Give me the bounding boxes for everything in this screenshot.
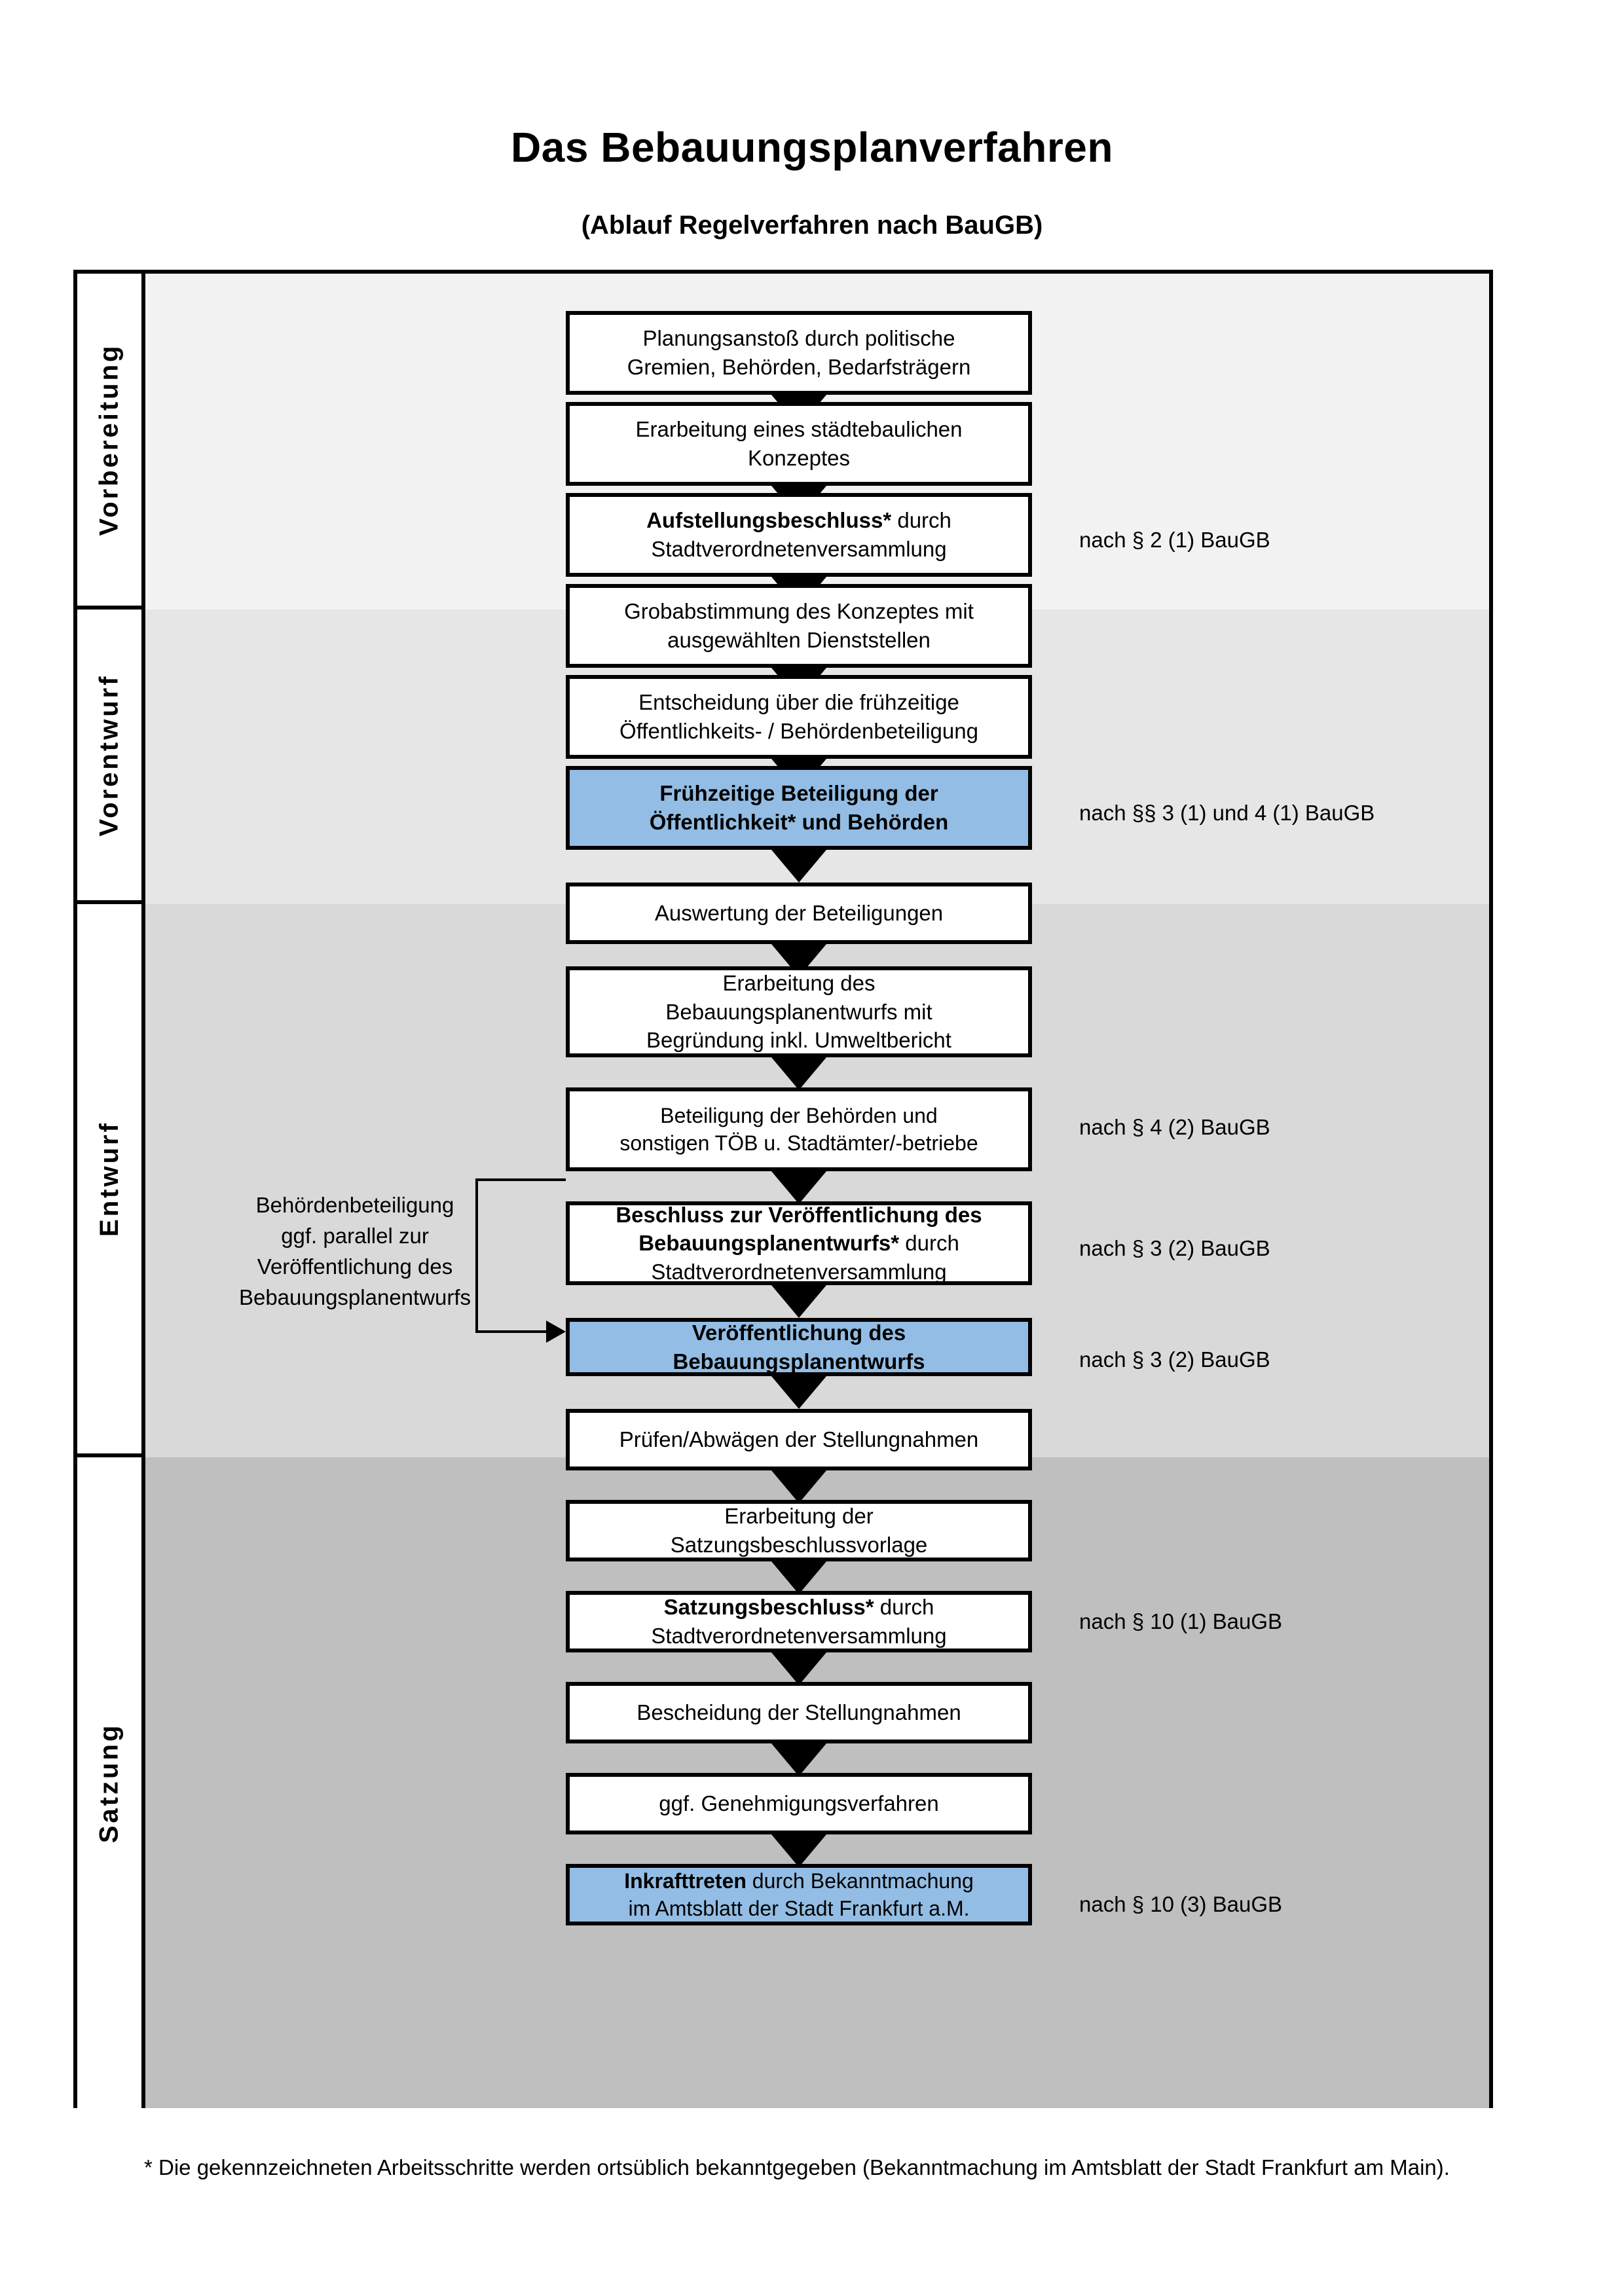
footnote: * Die gekennzeichneten Arbeitsschritte w… (144, 2155, 1450, 2179)
step-box-erarbeitung-satzungsvorlage[interactable]: Erarbeitung der Satzungsbeschlussvorlage (566, 1500, 1032, 1561)
side-note-line-1: Behördenbeteiligung (255, 1193, 454, 1217)
step-box-inkrafttreten[interactable]: Inkrafttreten durch Bekanntmachung im Am… (566, 1864, 1032, 1925)
legal-ref-par2-1: nach § 2 (1) BauGB (1079, 528, 1270, 552)
legal-ref-par4-2: nach § 4 (2) BauGB (1079, 1115, 1270, 1139)
step-line: Öffentlichkeit* und Behörden (649, 810, 949, 834)
step-box-pruefen-abwaegen[interactable]: Prüfen/Abwägen der Stellungnahmen (566, 1409, 1032, 1470)
step-line-bold: Satzungsbeschluss* (663, 1595, 874, 1620)
phase-label-vorentwurf: Vorentwurf (94, 673, 124, 837)
step-line: Stadtverordnetenversammlung (651, 1259, 947, 1284)
step-line: Stadtverordnetenversammlung (651, 1624, 947, 1648)
step-line: Öffentlichkeits- / Behördenbeteiligung (619, 719, 978, 743)
step-box-beteiligung-behoerden[interactable]: Beteiligung der Behörden und sonstigen T… (566, 1087, 1032, 1171)
step-box-planungsanstoss[interactable]: Planungsanstoß durch politische Gremien,… (566, 311, 1032, 395)
step-line: Planungsanstoß durch politische (642, 326, 955, 351)
step-box-satzungsbeschluss[interactable]: Satzungsbeschluss* durch Stadtverordnete… (566, 1591, 1032, 1652)
step-line: Satzungsbeschlussvorlage (670, 1533, 928, 1557)
step-line-bold: Aufstellungsbeschluss* (646, 508, 892, 533)
step-line: Erarbeitung des (722, 971, 876, 996)
page-title: Das Bebauungsplanverfahren (511, 124, 1113, 171)
bracket-arrowhead-icon (546, 1321, 566, 1343)
step-line: ausgewählten Dienststellen (667, 628, 931, 652)
legal-ref-par10-1: nach § 10 (1) BauGB (1079, 1609, 1283, 1633)
side-note-line-3: Veröffentlichung des (257, 1254, 453, 1279)
legal-ref-par3-4-1: nach §§ 3 (1) und 4 (1) BauGB (1079, 801, 1375, 825)
step-box-bescheidung[interactable]: Bescheidung der Stellungnahmen (566, 1682, 1032, 1743)
step-box-auswertung[interactable]: Auswertung der Beteiligungen (566, 883, 1032, 944)
legal-ref-par10-3: nach § 10 (3) BauGB (1079, 1892, 1283, 1916)
step-line: Beteiligung der Behörden und (660, 1103, 938, 1127)
bracket-top-segment (475, 1178, 566, 1181)
phase-column-satzung: Satzung (77, 1457, 145, 2108)
side-note-line-2: ggf. parallel zur (281, 1223, 429, 1248)
step-line-plain: durch Bekanntmachung (746, 1868, 974, 1893)
step-line: Erarbeitung der (724, 1504, 874, 1529)
bracket-bottom-segment (475, 1330, 546, 1333)
arrow-13 (771, 1561, 826, 1594)
phase-column-vorbereitung: Vorbereitung (77, 274, 145, 610)
arrow-15 (771, 1743, 826, 1776)
legal-ref-par3-2b: nach § 3 (2) BauGB (1079, 1347, 1270, 1372)
step-line: Begründung inkl. Umweltbericht (646, 1028, 951, 1053)
step-line: Stadtverordnetenversammlung (651, 537, 947, 561)
step-box-beschluss-veroeffentlichung[interactable]: Beschluss zur Veröffentlichung des Bebau… (566, 1201, 1032, 1285)
step-box-fruehzeitige-beteiligung[interactable]: Frühzeitige Beteiligung der Öffentlichke… (566, 766, 1032, 850)
step-line: Grobabstimmung des Konzeptes mit (624, 599, 974, 624)
step-box-entscheidung-fruehzeitig[interactable]: Entscheidung über die frühzeitige Öffent… (566, 675, 1032, 759)
step-line: Bescheidung der Stellungnahmen (637, 1700, 961, 1725)
phase-label-satzung: Satzung (94, 1722, 124, 1843)
step-line: Frühzeitige Beteiligung der (659, 781, 938, 806)
arrow-8 (771, 1057, 826, 1090)
flowchart-frame: Vorbereitung Vorentwurf Entwurf Satzung … (73, 270, 1493, 2108)
step-line: ggf. Genehmigungsverfahren (659, 1791, 939, 1816)
step-line: Bebauungsplanentwurfs* durch (638, 1229, 959, 1258)
step-box-aufstellungsbeschluss[interactable]: Aufstellungsbeschluss* durch Stadtverord… (566, 493, 1032, 577)
arrow-14 (771, 1652, 826, 1685)
phase-column-vorentwurf: Vorentwurf (77, 610, 145, 904)
arrow-9 (771, 1171, 826, 1204)
step-line: Erarbeitung eines städtebaulichen (635, 417, 963, 442)
step-line: im Amtsblatt der Stadt Frankfurt a.M. (628, 1897, 970, 1920)
step-line: Auswertung der Beteiligungen (654, 901, 944, 926)
step-line: Satzungsbeschluss* durch (664, 1593, 934, 1622)
step-line: Gremien, Behörden, Bedarfsträgern (627, 355, 971, 379)
step-line: Beschluss zur Veröffentlichung des (616, 1202, 982, 1227)
step-line-plain: durch (899, 1231, 959, 1256)
arrow-10 (771, 1285, 826, 1318)
step-line: sonstigen TÖB u. Stadtämter/-betriebe (619, 1131, 978, 1155)
arrow-12 (771, 1470, 826, 1503)
side-note-line-4: Bebauungsplanentwurfs (238, 1285, 471, 1309)
step-line: Bebauungsplanentwurfs (673, 1349, 925, 1374)
arrow-11 (771, 1376, 826, 1409)
arrow-6 (771, 850, 826, 883)
step-line: Entscheidung über die frühzeitige (638, 690, 959, 715)
phase-column-entwurf: Entwurf (77, 904, 145, 1457)
side-note-behoerdenbeteiligung: Behördenbeteiligung ggf. parallel zur Ve… (173, 1190, 537, 1313)
step-box-konzept[interactable]: Erarbeitung eines städtebaulichen Konzep… (566, 402, 1032, 486)
step-line: Veröffentlichung des (692, 1320, 906, 1345)
step-box-veroeffentlichung[interactable]: Veröffentlichung des Bebauungsplanentwur… (566, 1318, 1032, 1376)
step-line: Konzeptes (748, 446, 850, 470)
bracket-vertical-segment (475, 1178, 478, 1333)
step-line: Aufstellungsbeschluss* durch (646, 506, 951, 535)
step-line: Prüfen/Abwägen der Stellungnahmen (619, 1427, 979, 1452)
step-box-genehmigungsverfahren[interactable]: ggf. Genehmigungsverfahren (566, 1773, 1032, 1834)
step-line-bold: Inkrafttreten (624, 1868, 747, 1893)
page-subtitle: (Ablauf Regelverfahren nach BauGB) (581, 211, 1043, 240)
step-box-erarbeitung-entwurf[interactable]: Erarbeitung des Bebauungsplanentwurfs mi… (566, 966, 1032, 1057)
step-line-plain: durch (891, 508, 951, 533)
legal-ref-par3-2a: nach § 3 (2) BauGB (1079, 1236, 1270, 1260)
step-line-plain: durch (874, 1595, 934, 1620)
step-box-grobabstimmung[interactable]: Grobabstimmung des Konzeptes mit ausgewä… (566, 584, 1032, 668)
arrow-16 (771, 1834, 826, 1867)
phase-label-vorbereitung: Vorbereitung (94, 343, 124, 536)
step-line: Inkrafttreten durch Bekanntmachung (624, 1867, 974, 1895)
phase-label-entwurf: Entwurf (94, 1121, 124, 1237)
step-line-bold: Bebauungsplanentwurfs* (638, 1231, 900, 1256)
step-line: Bebauungsplanentwurfs mit (665, 999, 932, 1024)
